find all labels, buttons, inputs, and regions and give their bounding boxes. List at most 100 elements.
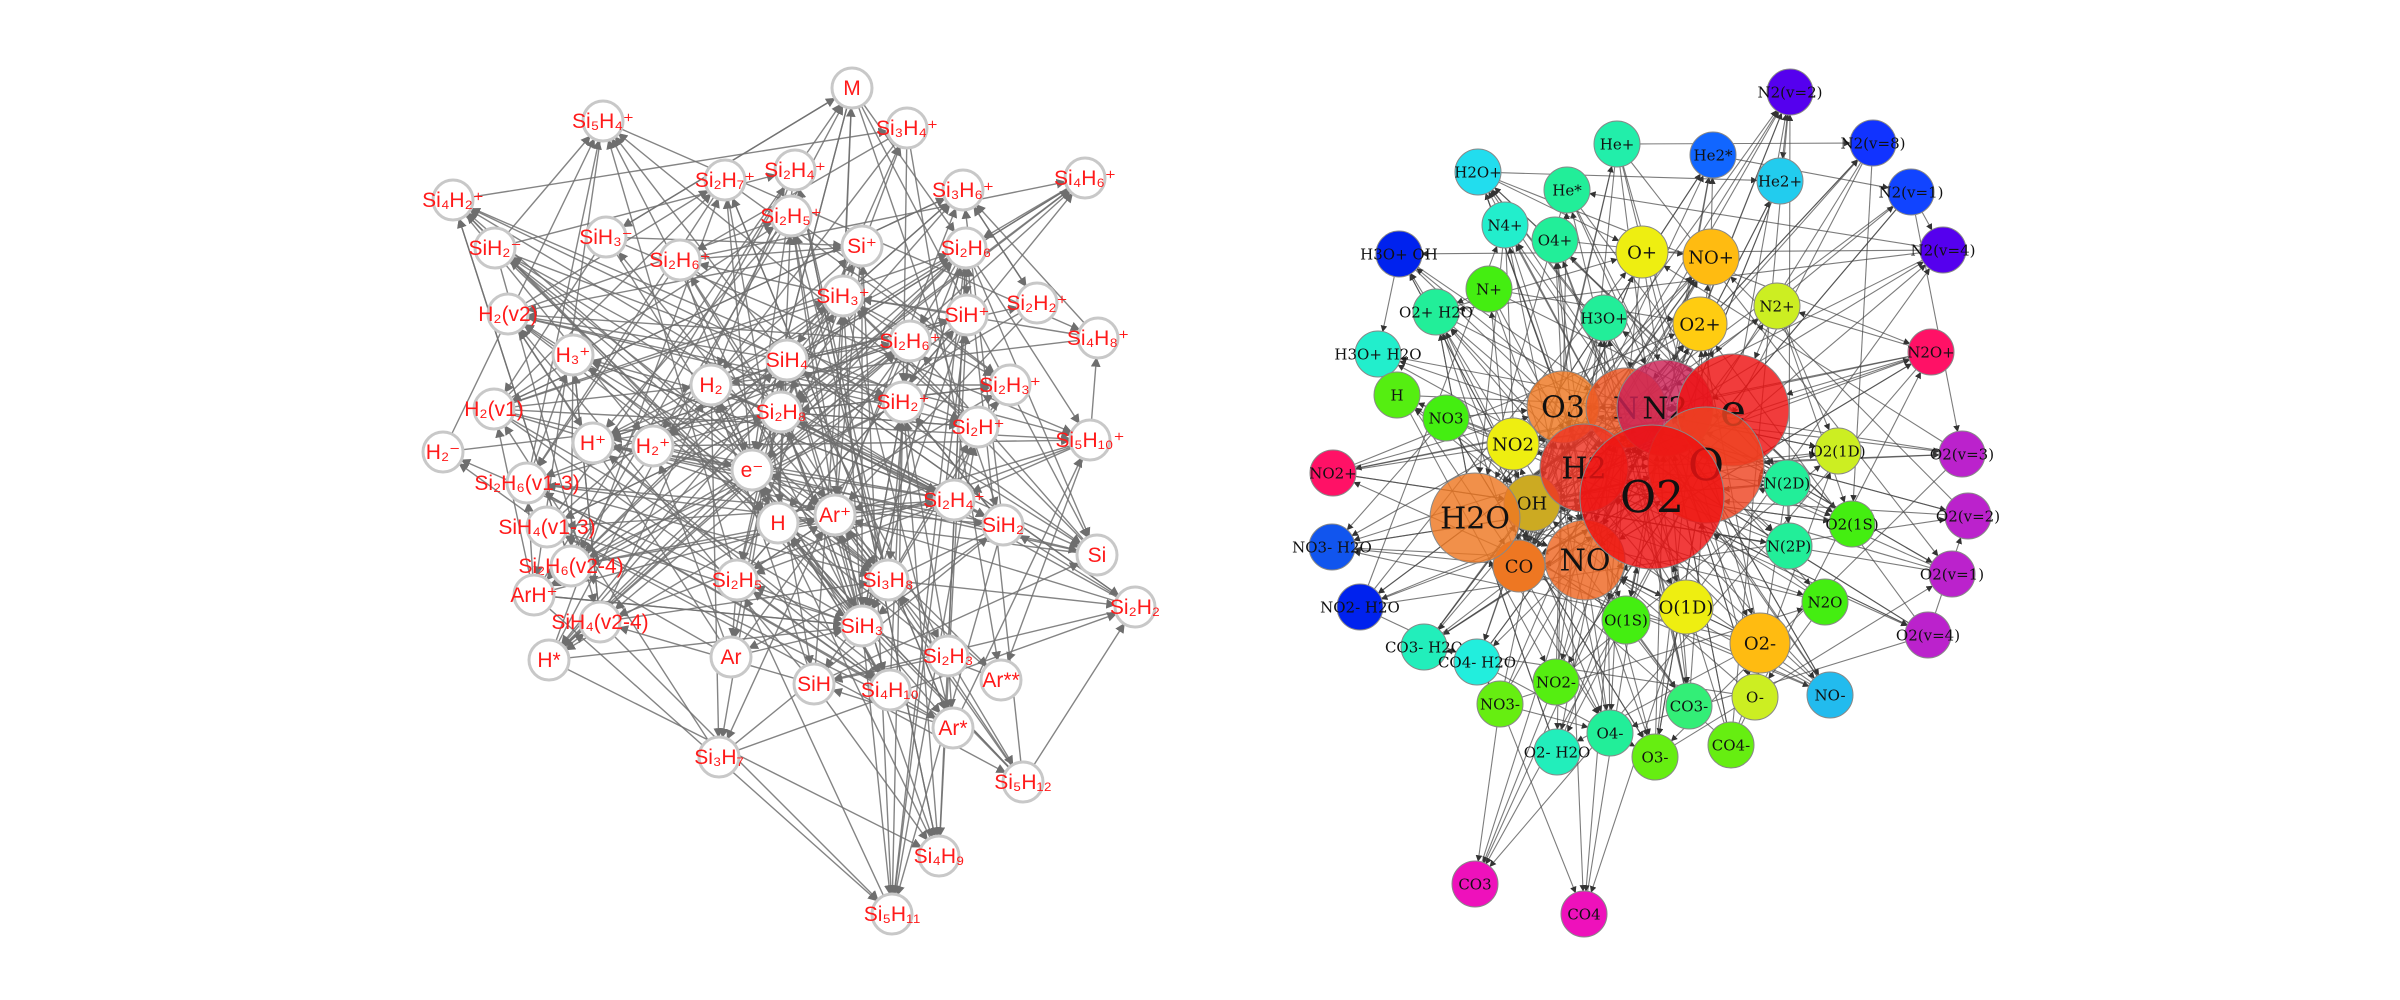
- species-node-circle: [584, 215, 628, 259]
- species-node-si2h4: Si₂H₄⁺: [764, 148, 826, 192]
- species-node-circle: [1765, 522, 1813, 570]
- species-node-si2h6: Si₂H₆: [941, 226, 991, 270]
- reaction-edge: [731, 197, 946, 710]
- reaction-edge: [1421, 249, 1921, 258]
- species-node-si2h8: Si₂H₈: [756, 390, 807, 434]
- reaction-edge: [790, 234, 833, 496]
- reaction-edge: [1712, 533, 1806, 591]
- species-node-circle: [881, 380, 925, 424]
- species-node-circle: [1560, 890, 1608, 938]
- reaction-edge: [1006, 458, 1084, 663]
- species-node-ar: Ar⁺: [813, 493, 857, 537]
- reaction-edge: [1553, 262, 1562, 372]
- species-node-circle: [1076, 316, 1120, 360]
- species-node-o2-v-3: O2(v=3): [1930, 430, 1994, 478]
- species-node-he: He*: [1543, 166, 1591, 214]
- reaction-edge: [1674, 585, 1933, 746]
- reaction-edge: [877, 536, 988, 615]
- reaction-edge: [982, 187, 1069, 239]
- species-node-circle: [571, 421, 615, 465]
- reaction-edge: [1671, 565, 1679, 582]
- species-node-circle: [926, 634, 970, 678]
- species-node-circle: [473, 226, 517, 270]
- species-label: H: [770, 512, 785, 535]
- species-label: H₂⁻: [426, 441, 460, 464]
- species-node-circle: [941, 168, 985, 212]
- species-label: NO+: [1688, 247, 1734, 268]
- species-label: Si₂H₆: [941, 237, 991, 260]
- species-node-no3: NO3: [1422, 394, 1470, 442]
- species-node-circle: [472, 387, 516, 431]
- species-label: O2(v=2): [1936, 507, 2000, 525]
- species-label: H₂(v2): [478, 303, 537, 326]
- species-label: Si₄H₁₀: [861, 679, 919, 702]
- species-label: Si: [1088, 544, 1107, 567]
- species-node-n2-v-8: N2(v=8): [1841, 119, 1905, 167]
- species-label: N(2P): [1767, 537, 1811, 555]
- species-node-o2: O2: [1579, 424, 1725, 570]
- reaction-edge: [737, 612, 1118, 751]
- species-node-circle: [551, 333, 595, 377]
- reaction-edge: [1590, 599, 1610, 711]
- species-label: SiH₄: [766, 349, 808, 372]
- species-node-circle: [578, 600, 622, 644]
- reaction-edge: [1639, 139, 1851, 147]
- species-node-n-2d: N(2D): [1763, 459, 1811, 507]
- species-label: H₂⁺: [636, 435, 670, 458]
- reaction-edge: [744, 597, 885, 897]
- species-label: Si₄H₆⁺: [1054, 167, 1116, 190]
- species-label: Si₂H₈: [756, 401, 807, 424]
- reaction-edge: [806, 340, 892, 358]
- species-node-h: H: [1373, 371, 1421, 419]
- species-node-no2: NO2: [1486, 417, 1540, 471]
- reaction-edge: [903, 420, 946, 637]
- species-label: O+: [1627, 242, 1657, 263]
- species-label: Si⁺: [847, 235, 877, 258]
- species-label: O2(1S): [1825, 515, 1878, 533]
- reaction-edge: [750, 627, 844, 654]
- species-label: CO3: [1458, 875, 1491, 893]
- reaction-edge: [466, 213, 1010, 769]
- reaction-edge: [669, 187, 1069, 437]
- species-label: NO3-: [1480, 695, 1520, 713]
- species-label: CO4-: [1712, 736, 1750, 754]
- species-label: Si₃H₇: [694, 746, 744, 769]
- species-node-circle: [658, 238, 702, 282]
- reaction-edge: [1798, 311, 1910, 346]
- reaction-edge: [825, 699, 928, 841]
- reaction-edge: [1500, 172, 1758, 184]
- species-node-circle: [944, 226, 988, 270]
- species-node-si2h4: Si₂H₄⁺: [923, 478, 985, 522]
- species-label: ArH⁺: [510, 584, 557, 607]
- species-node-circle: [1806, 671, 1854, 719]
- species-node-circle: [1801, 578, 1849, 626]
- reaction-edge: [1351, 456, 1491, 537]
- species-node-si2h5: Si₂H₅⁺: [760, 194, 822, 238]
- species-label: O(1D): [1659, 597, 1714, 618]
- reaction-edge: [1645, 277, 1661, 362]
- reaction-edge: [739, 431, 777, 562]
- species-label: He2*: [1693, 146, 1733, 164]
- species-node-circle: [1400, 623, 1448, 671]
- reaction-edge: [580, 187, 786, 550]
- species-node-h2: H₂: [689, 363, 733, 407]
- species-node-circle: [527, 638, 571, 682]
- species-label: O4+: [1538, 231, 1572, 249]
- reaction-edge: [915, 192, 1074, 387]
- species-node-no3: NO3-: [1476, 680, 1524, 728]
- species-node-circle: [1944, 492, 1992, 540]
- species-label: SiH₃: [841, 615, 883, 638]
- species-label: H*: [537, 649, 560, 672]
- species-label: Si₃H₆⁺: [932, 179, 994, 202]
- species-node-sih: SiH⁺: [945, 293, 989, 337]
- species-label: H₂(v1): [464, 398, 523, 421]
- reaction-edge: [796, 189, 1070, 401]
- species-node-sih4-v2-4: SiH₄(v2-4): [551, 600, 649, 644]
- species-node-si4h9: Si₄H₉: [914, 834, 964, 878]
- reaction-edge: [1090, 356, 1101, 421]
- species-label: M: [843, 77, 861, 100]
- reaction-edge: [563, 190, 1071, 648]
- species-node-h3o: H3O+: [1580, 294, 1628, 342]
- reaction-edge: [472, 127, 889, 198]
- species-node-sih2: SiH₂⁺: [876, 380, 930, 424]
